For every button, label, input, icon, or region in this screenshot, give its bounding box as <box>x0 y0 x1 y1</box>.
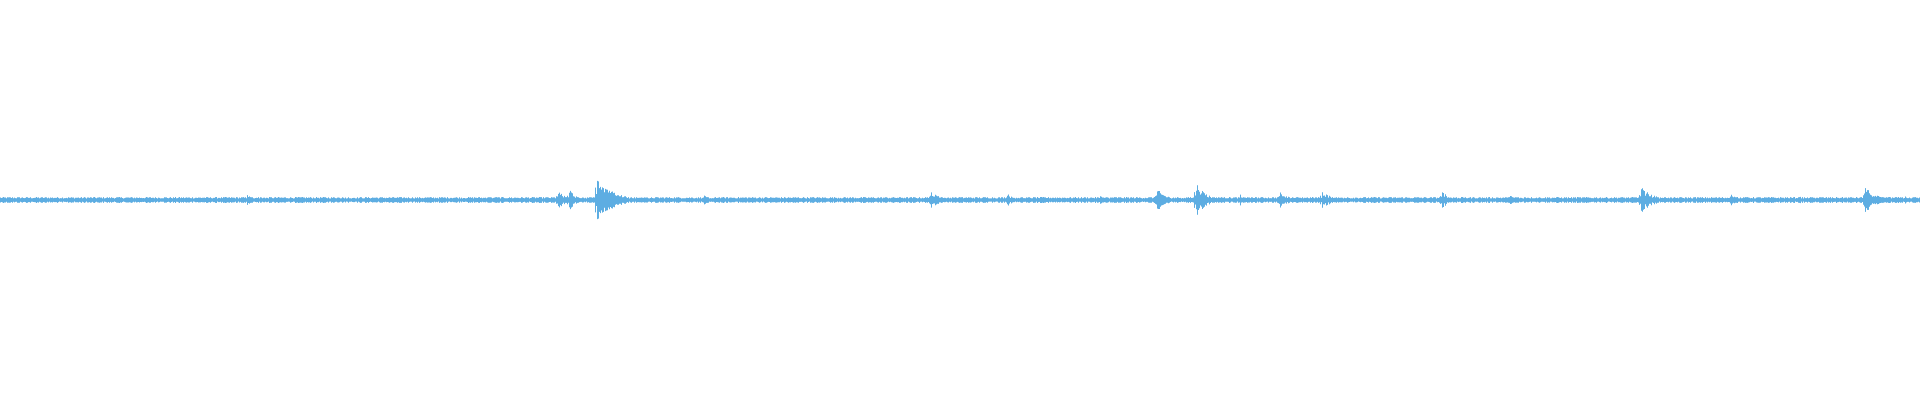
audio-waveform <box>0 180 1920 220</box>
